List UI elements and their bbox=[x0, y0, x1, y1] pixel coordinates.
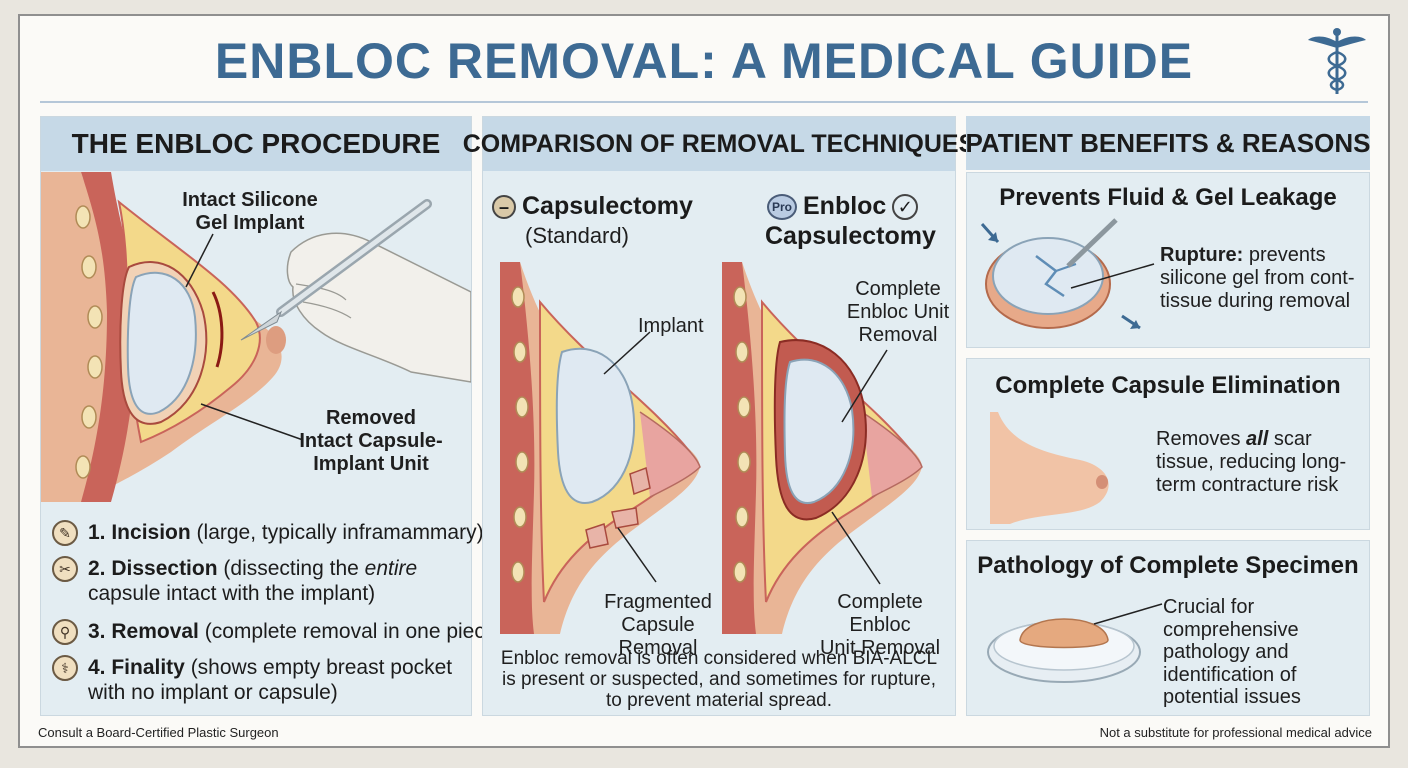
label-implant: Implant bbox=[638, 315, 704, 337]
suture-icon: ⚕ bbox=[52, 655, 78, 681]
card2-title: Complete Capsule Elimination bbox=[995, 372, 1341, 399]
pro-badge: Pro bbox=[767, 194, 797, 221]
minus-icon: – bbox=[492, 195, 516, 220]
capsulectomy-title: –Capsulectomy bbox=[492, 192, 693, 221]
enbloc-title-line2: Capsulectomy bbox=[765, 222, 936, 250]
title-divider bbox=[40, 101, 1368, 103]
card1-title: Prevents Fluid & Gel Leakage bbox=[999, 184, 1337, 211]
comparison-note: Enbloc removal is often considered when … bbox=[500, 648, 938, 711]
label-intact-implant: Intact Silicone Gel Implant bbox=[182, 189, 318, 234]
page-title: ENBLOC REMOVAL: A MEDICAL GUIDE bbox=[214, 33, 1194, 89]
footer-disclaimer: Not a substitute for professional medica… bbox=[1099, 725, 1372, 740]
procedure-illustration bbox=[41, 172, 471, 502]
breast-profile-illustration bbox=[990, 412, 1109, 524]
step-removal: ⚲ 3. Removal (complete removal in one pi… bbox=[52, 619, 504, 645]
enbloc-illustration bbox=[722, 262, 923, 634]
card3-text: Crucial for comprehensive pathology and … bbox=[1163, 596, 1301, 708]
footer-consult: Consult a Board-Certified Plastic Surgeo… bbox=[38, 725, 279, 740]
step-finality: ⚕ 4. Finality (shows empty breast pocket… bbox=[52, 655, 462, 705]
specimen-dish-illustration bbox=[987, 603, 1163, 683]
ruptured-implant-illustration bbox=[980, 218, 1155, 330]
card3-title: Pathology of Complete Specimen bbox=[977, 552, 1359, 579]
capsulectomy-illustration bbox=[500, 262, 701, 634]
label-complete-enbloc-bottom: Complete Enbloc Unit Removal bbox=[819, 591, 941, 659]
panel3-header: PATIENT BENEFITS & REASONS bbox=[966, 116, 1370, 170]
panel1-header: THE ENBLOC PROCEDURE bbox=[41, 117, 471, 171]
scalpel-icon: ✎ bbox=[52, 520, 78, 546]
card2-text: Removes all scar tissue, reducing long- … bbox=[1156, 428, 1347, 496]
card1-text: Rupture: prevents silicone gel from cont… bbox=[1160, 244, 1355, 312]
check-icon: ✓ bbox=[892, 194, 919, 221]
label-complete-enbloc-top: Complete Enbloc Unit Removal bbox=[846, 278, 950, 346]
forceps-icon: ⚲ bbox=[52, 619, 78, 645]
panel-patient-benefits: PATIENT BENEFITS & REASONS bbox=[966, 116, 1370, 716]
scissors-icon: ✂ bbox=[52, 556, 78, 582]
label-fragmented: Fragmented Capsule Removal bbox=[604, 591, 712, 659]
step-incision: ✎ 1. Incision (large, typically inframam… bbox=[52, 520, 484, 546]
scalpel-icon bbox=[240, 199, 432, 341]
label-removed-unit: Removed Intact Capsule- Implant Unit bbox=[299, 407, 443, 475]
caduceus-icon bbox=[1308, 28, 1366, 94]
capsulectomy-subtitle: (Standard) bbox=[525, 223, 629, 248]
panel2-header: COMPARISON OF REMOVAL TECHNIQUES bbox=[463, 117, 975, 171]
